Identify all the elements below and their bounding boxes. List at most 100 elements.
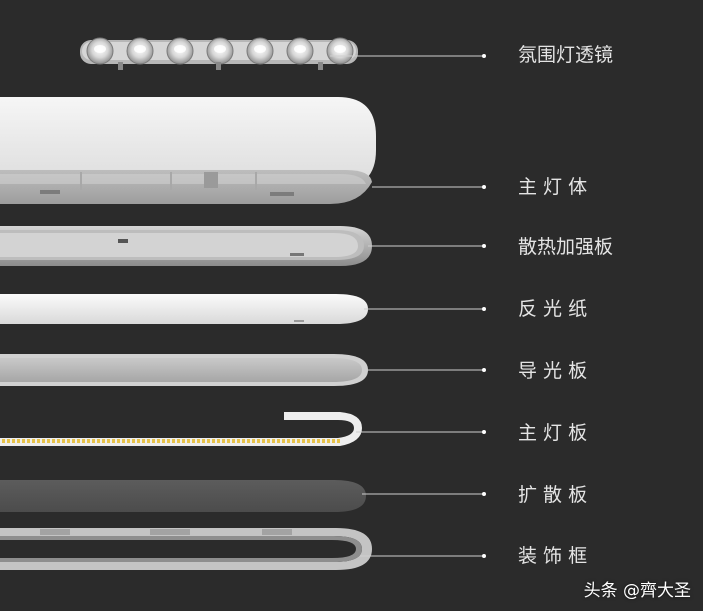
led-chip xyxy=(147,439,150,443)
led-chip xyxy=(82,439,85,443)
led-chip xyxy=(142,439,145,443)
lens-highlight xyxy=(94,45,106,53)
light-guide-plate-part xyxy=(0,354,368,386)
led-chip xyxy=(287,439,290,443)
decor-frame-part xyxy=(0,528,372,570)
lens-highlight xyxy=(254,45,266,53)
led-chip xyxy=(37,439,40,443)
led-chip xyxy=(207,439,210,443)
led-chip xyxy=(262,439,265,443)
led-chip xyxy=(192,439,195,443)
leader-dot xyxy=(482,368,486,372)
ambient-lens-part xyxy=(80,37,358,70)
led-chip xyxy=(202,439,205,443)
led-chip xyxy=(2,439,5,443)
led-chip xyxy=(257,439,260,443)
led-chip xyxy=(197,439,200,443)
led-chip xyxy=(307,439,310,443)
heatsink-plate-part xyxy=(0,226,372,266)
led-chip xyxy=(62,439,65,443)
watermark: 头条 @齊大圣 xyxy=(583,581,691,601)
led-chip xyxy=(172,439,175,443)
leader-dot xyxy=(482,430,486,434)
led-chip xyxy=(237,439,240,443)
led-chip xyxy=(127,439,130,443)
led-chip xyxy=(32,439,35,443)
led-board-part xyxy=(0,412,362,446)
led-chip xyxy=(52,439,55,443)
led-chip xyxy=(17,439,20,443)
led-chip xyxy=(72,439,75,443)
led-chip xyxy=(42,439,45,443)
diffuser-plate-part xyxy=(0,480,366,512)
led-chip xyxy=(337,439,340,443)
label-heatsink-plate: 散热加强板 xyxy=(518,236,614,258)
led-chip xyxy=(107,439,110,443)
led-chip xyxy=(292,439,295,443)
leader-dot xyxy=(482,244,486,248)
lens-highlight xyxy=(334,45,346,53)
label-main-body: 主 灯 体 xyxy=(518,176,588,198)
leader-dot xyxy=(482,492,486,496)
led-chip xyxy=(247,439,250,443)
label-led-board: 主 灯 板 xyxy=(518,422,588,444)
led-chip xyxy=(177,439,180,443)
lens-highlight xyxy=(134,45,146,53)
led-chip xyxy=(302,439,305,443)
led-chip xyxy=(157,439,160,443)
reflector-paper-part xyxy=(0,294,368,324)
led-chip xyxy=(77,439,80,443)
led-chip xyxy=(112,439,115,443)
led-chip xyxy=(252,439,255,443)
led-chip xyxy=(167,439,170,443)
lens-highlight xyxy=(174,45,186,53)
led-chip xyxy=(187,439,190,443)
led-chip xyxy=(12,439,15,443)
leader-lines xyxy=(330,54,486,558)
label-ambient-lens: 氛围灯透镜 xyxy=(518,44,614,66)
led-chip xyxy=(22,439,25,443)
led-chip xyxy=(322,439,325,443)
led-chip xyxy=(7,439,10,443)
led-chip xyxy=(242,439,245,443)
led-chip xyxy=(212,439,215,443)
led-chip xyxy=(92,439,95,443)
label-light-guide-plate: 导 光 板 xyxy=(518,360,588,382)
label-reflector-paper: 反 光 纸 xyxy=(518,298,588,320)
led-chip xyxy=(122,439,125,443)
lens-highlight xyxy=(294,45,306,53)
led-chip xyxy=(182,439,185,443)
led-chip xyxy=(132,439,135,443)
leader-dot xyxy=(482,54,486,58)
led-chip xyxy=(312,439,315,443)
main-body-part xyxy=(0,97,376,204)
led-chip xyxy=(317,439,320,443)
led-chip xyxy=(227,439,230,443)
led-chip xyxy=(117,439,120,443)
led-chip xyxy=(102,439,105,443)
led-chip xyxy=(222,439,225,443)
led-chip xyxy=(87,439,90,443)
lens-highlight xyxy=(214,45,226,53)
led-chip xyxy=(272,439,275,443)
leader-dot xyxy=(482,185,486,189)
led-chip xyxy=(297,439,300,443)
led-chip xyxy=(27,439,30,443)
led-chip xyxy=(47,439,50,443)
led-chip xyxy=(217,439,220,443)
led-chip xyxy=(137,439,140,443)
led-chip xyxy=(267,439,270,443)
led-chip xyxy=(57,439,60,443)
label-diffuser-plate: 扩 散 板 xyxy=(518,484,588,506)
led-chip xyxy=(332,439,335,443)
led-chip xyxy=(97,439,100,443)
led-chip xyxy=(162,439,165,443)
led-chip xyxy=(277,439,280,443)
led-chip xyxy=(327,439,330,443)
led-chip xyxy=(282,439,285,443)
leader-dot xyxy=(482,554,486,558)
label-decor-frame: 装 饰 框 xyxy=(518,545,588,567)
led-chip xyxy=(67,439,70,443)
led-chip xyxy=(152,439,155,443)
